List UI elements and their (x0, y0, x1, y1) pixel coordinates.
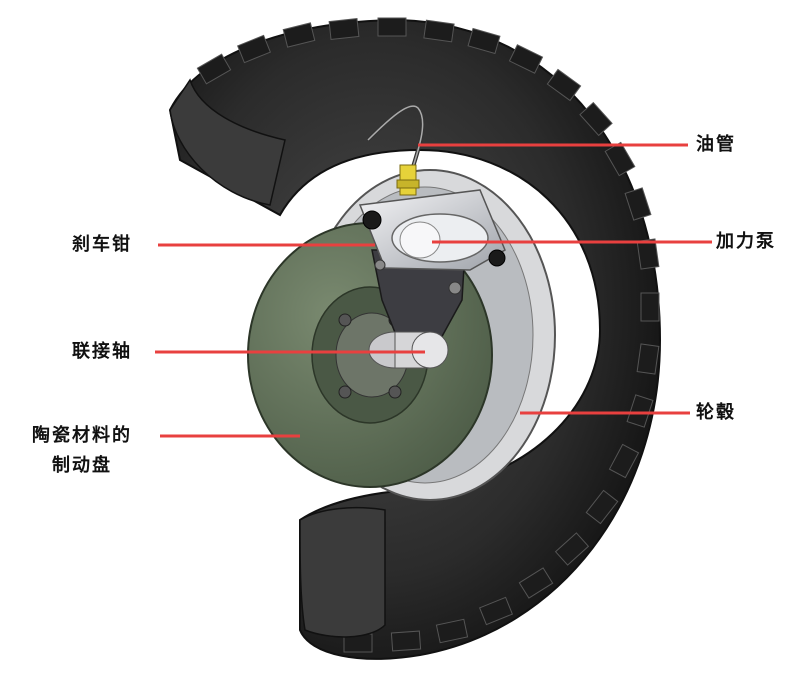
label-oil-pipe: 油管 (696, 134, 736, 155)
tire (168, 17, 662, 660)
connecting-axle (368, 331, 449, 369)
oil-pipe (366, 104, 425, 196)
label-hub: 轮毂 (696, 402, 736, 423)
booster-pump (391, 213, 489, 263)
label-disc-line1: 陶瓷材料的 (32, 425, 132, 446)
label-axle: 联接轴 (72, 341, 132, 362)
leader-lines (155, 143, 712, 438)
label-caliper: 刹车钳 (72, 234, 132, 255)
label-disc-line2: 制动盘 (52, 455, 112, 476)
label-booster-pump: 加力泵 (716, 231, 776, 252)
